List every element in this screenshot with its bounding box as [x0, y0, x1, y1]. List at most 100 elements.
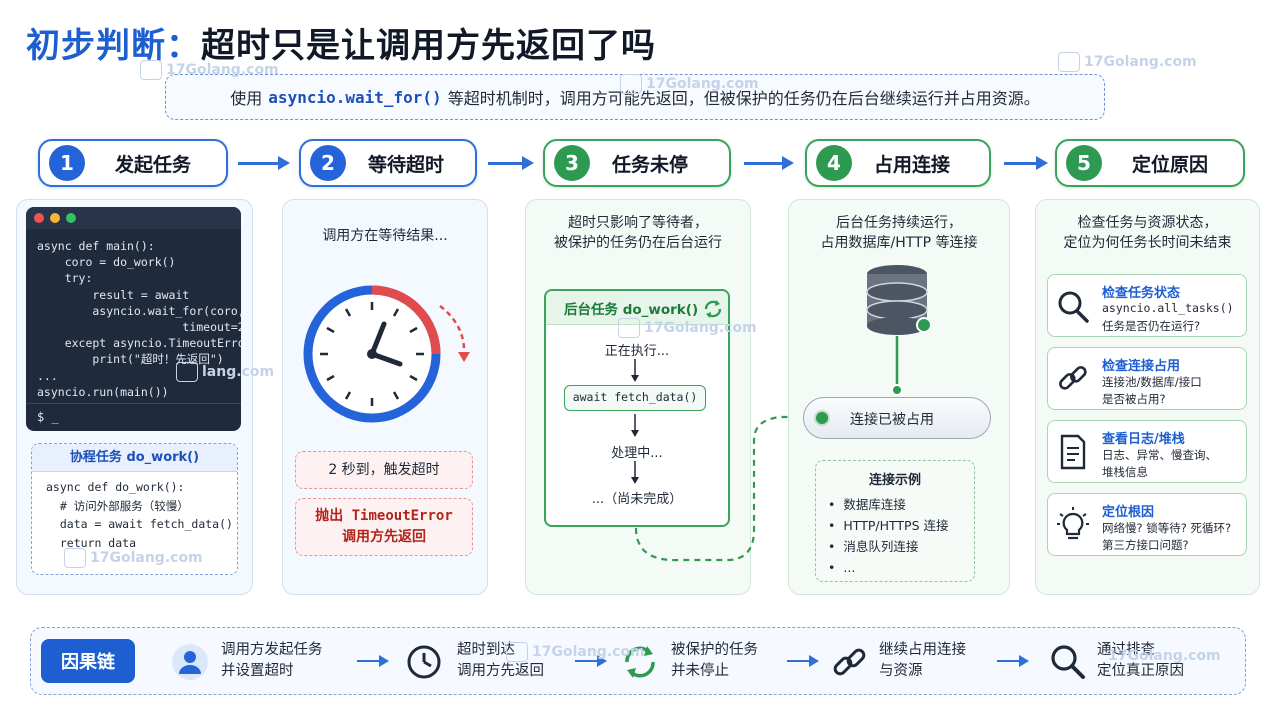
causal-chain-tag: 因果链 [41, 639, 135, 683]
watermark-logo-icon [140, 60, 162, 80]
terminal-prompt: $ _ [26, 403, 241, 431]
background-task-title: 后台任务 do_work() [564, 301, 699, 318]
chain-item-line1: 继续占用连接 [879, 642, 966, 658]
coroutine-box: 协程任务 do_work() async def do_work(): # 访问… [31, 443, 238, 575]
refresh-icon [625, 646, 655, 678]
user-icon [172, 644, 208, 680]
down-arrow-icon [631, 359, 639, 382]
check-detail: 日志、异常、慢查询、 [1102, 448, 1217, 462]
main-code: async def main(): coro = do_work() try: … [37, 239, 241, 399]
search-icon [1051, 645, 1085, 679]
step-label: 定位原因 [1132, 153, 1209, 176]
chain-item-line1: 被保护的任务 [671, 642, 758, 658]
chain-item-line1: 通过排查 [1097, 642, 1155, 658]
watermark-text: lang.com [202, 364, 275, 380]
down-arrow-icon [631, 461, 639, 484]
chain-arrow [787, 655, 819, 667]
timeout-trigger-box: 2 秒到，触发超时 [295, 451, 473, 489]
watermark: 17Golang.com [140, 60, 279, 80]
step-4: 4 占用连接 [805, 139, 991, 187]
step-arrow [488, 156, 534, 170]
chain-item-line2: 调用方先返回 [457, 663, 544, 679]
chain-item-3: 被保护的任务并未停止 [671, 640, 758, 682]
close-dot-icon [34, 213, 44, 223]
caller-return-text: 调用方先返回 [342, 529, 426, 545]
panel3-text-line2: 被保护的任务仍在后台运行 [554, 235, 722, 251]
panel4-text-line2: 占用数据库/HTTP 等连接 [820, 235, 978, 251]
search-icon [1058, 291, 1089, 323]
watermark-logo-icon [176, 362, 198, 382]
watermark-text: 17Golang.com [90, 550, 203, 566]
chain-item-1: 调用方发起任务并设置超时 [221, 640, 323, 682]
watermark: lang.com [176, 362, 274, 382]
maximize-dot-icon [66, 213, 76, 223]
step-arrow [744, 156, 794, 170]
chain-item-2: 超时到达调用方先返回 [457, 640, 544, 682]
watermark-text: 17Golang.com [644, 320, 757, 336]
check-detail: 是否被占用? [1102, 392, 1166, 406]
terminal-titlebar [26, 207, 241, 229]
coroutine-title: 协程任务 do_work() [32, 444, 237, 472]
panel3-text-line1: 超时只影响了等待者， [568, 215, 708, 231]
watermark: 17Golang.com [506, 642, 645, 662]
watermark-logo-icon [506, 642, 528, 662]
unfinished-text: ...（尚未完成） [591, 492, 683, 507]
watermark-logo-icon [1058, 52, 1080, 72]
connection-list: 数据库连接 HTTP/HTTPS 连接 消息队列连接 ... [816, 494, 974, 578]
title-main: 超时只是让调用方先返回了吗 [201, 26, 656, 66]
watermark-text: 17Golang.com [166, 62, 279, 78]
watermark-text: 17Golang.com [532, 644, 645, 660]
check-task-status: 检查任务状态 asyncio.all_tasks() 任务是否仍在运行? [1047, 274, 1247, 337]
timeout-error-box: 抛出 TimeoutError 调用方先返回 [295, 498, 473, 556]
chain-item-line2: 定位真正原因 [1097, 663, 1184, 679]
subtitle-banner: 使用 asyncio.wait_for() 等超时机制时，调用方可能先返回，但被… [165, 74, 1105, 120]
check-detail: 第三方接口问题? [1102, 538, 1189, 552]
database-icon [866, 265, 932, 396]
check-detail: 网络慢? 锁等待? 死循环? [1102, 521, 1232, 535]
step-number: 1 [49, 145, 85, 181]
chain-item-line2: 并未停止 [671, 663, 729, 679]
clock-icon [303, 285, 470, 423]
watermark: 17Golang.com [618, 318, 757, 338]
step-arrow [238, 156, 290, 170]
step-label: 任务未停 [612, 153, 689, 176]
step-label: 占用连接 [874, 153, 951, 176]
chain-arrow [997, 655, 1029, 667]
list-item: ... [828, 557, 974, 578]
chain-arrow [357, 655, 389, 667]
pipe-label: 连接已被占用 [850, 412, 934, 428]
watermark: 17Golang.com [1108, 648, 1221, 664]
chain-item-line1: 超时到达 [457, 642, 515, 658]
check-connection-usage: 检查连接占用 连接池/数据库/接口 是否被占用? [1047, 347, 1247, 410]
coroutine-code: async def do_work(): # 访问外部服务（较慢） data =… [46, 480, 233, 550]
watermark-text: 17Golang.com [1084, 54, 1197, 70]
check-detail: 连接池/数据库/接口 [1102, 375, 1202, 389]
watermark-text: 17Golang.com [1108, 648, 1221, 664]
causal-chain: 因果链 调用方发起任务并设置超时 超时到达调用方先返回 被保护的任务并未停止 继… [30, 627, 1246, 695]
step-label: 发起任务 [115, 153, 192, 176]
connection-examples-title: 连接示例 [868, 473, 921, 488]
step-number: 4 [816, 145, 852, 181]
check-detail: 堆栈信息 [1102, 465, 1148, 479]
watermark-text: 17Golang.com [646, 76, 759, 92]
step-number: 2 [310, 145, 346, 181]
subtitle-after: 等超时机制时，调用方可能先返回，但被保护的任务仍在后台继续运行并占用资源。 [447, 89, 1040, 108]
watermark-logo-icon [618, 318, 640, 338]
processing-text: 处理中... [611, 446, 663, 461]
panel2-text: 调用方在等待结果... [322, 228, 448, 244]
step-1: 1 发起任务 [38, 139, 228, 187]
running-text: 正在执行... [604, 344, 670, 359]
check-title: 检查任务状态 [1102, 286, 1181, 301]
check-root-cause: 定位根因 网络慢? 锁等待? 死循环? 第三方接口问题? [1047, 493, 1247, 556]
panel3-text: 超时只影响了等待者， 被保护的任务仍在后台运行 [525, 213, 751, 253]
check-detail: asyncio.all_tasks() [1102, 301, 1234, 315]
chain-arrow [575, 655, 607, 667]
link-icon [833, 648, 866, 676]
step-number: 5 [1066, 145, 1102, 181]
chain-item-line1: 调用方发起任务 [221, 642, 323, 658]
chain-item-5: 通过排查定位真正原因 [1097, 640, 1184, 682]
subtitle-code: asyncio.wait_for() [268, 87, 442, 107]
watermark-logo-icon [64, 548, 86, 568]
refresh-icon [704, 300, 722, 318]
